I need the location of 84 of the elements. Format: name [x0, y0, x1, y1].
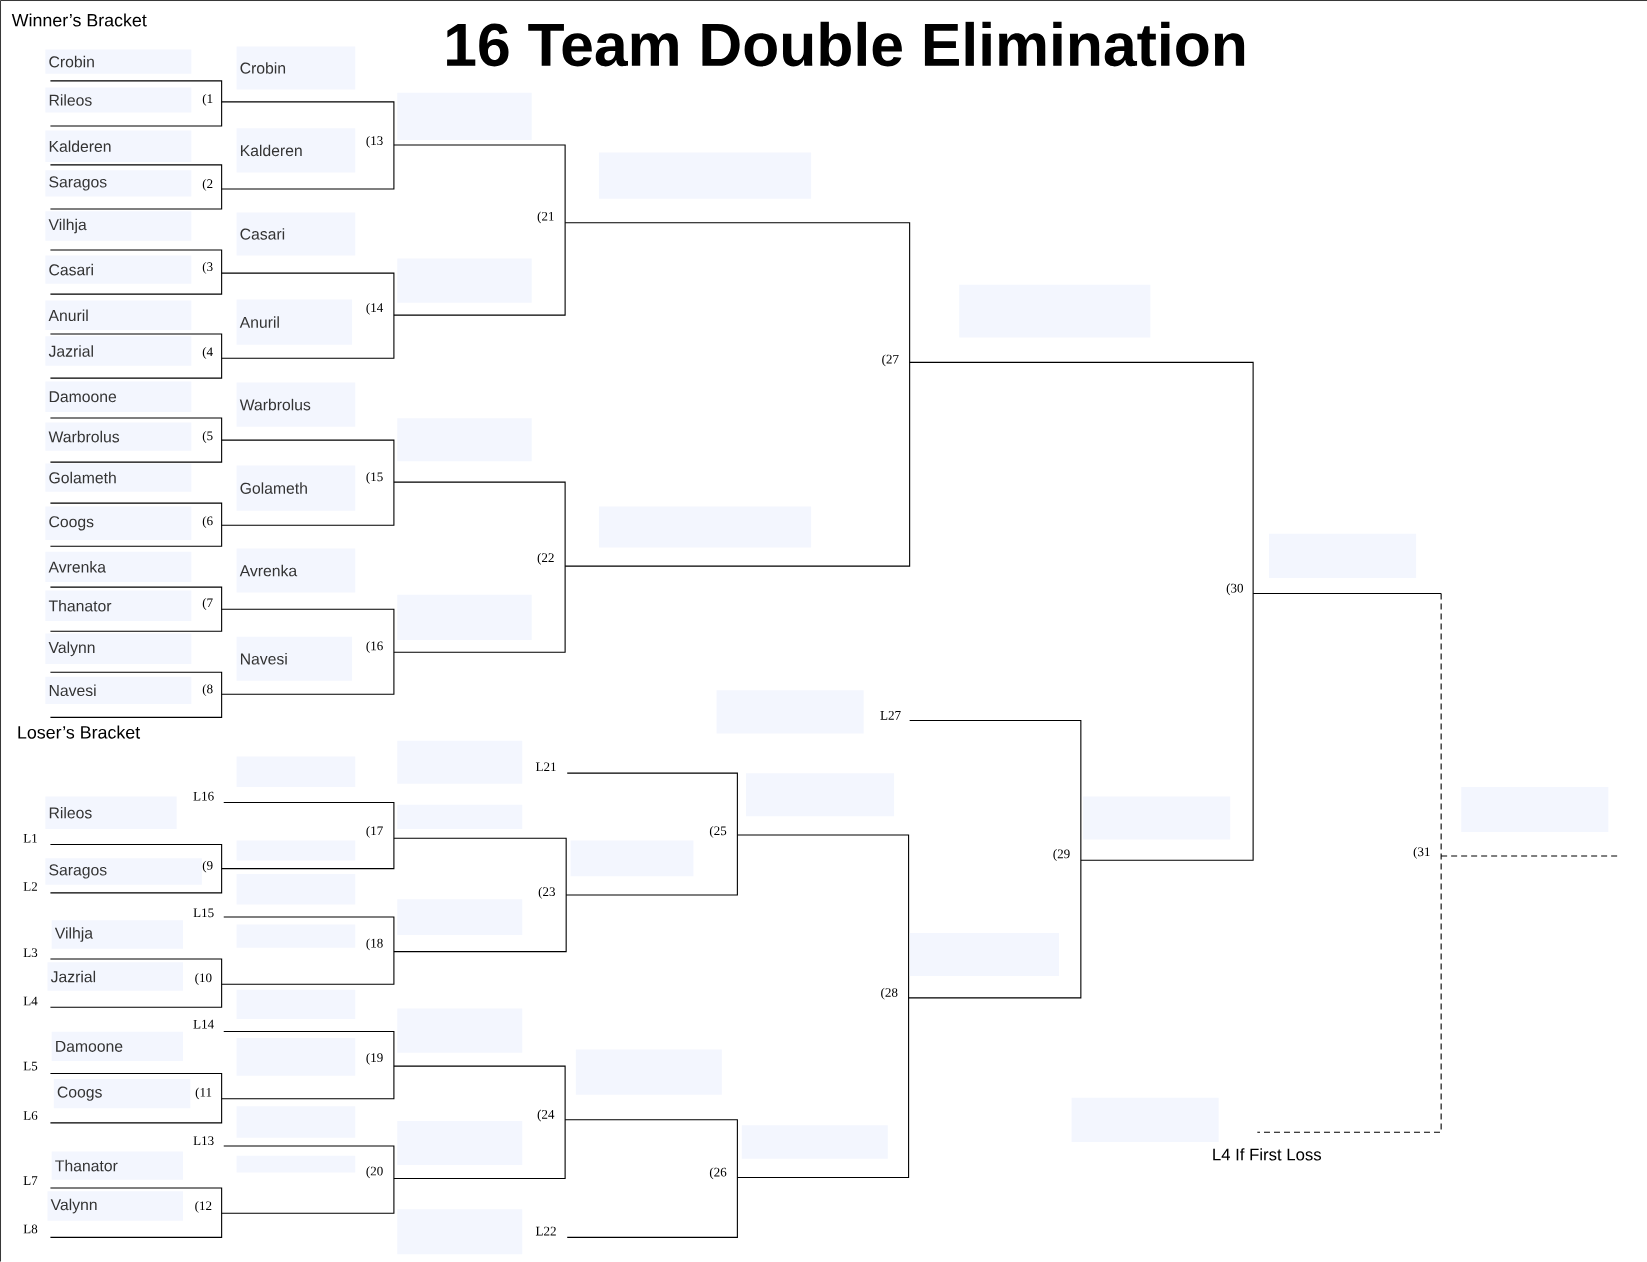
team-box: Navesi	[236, 637, 353, 682]
match-label: (14	[366, 303, 384, 315]
match-label: (20	[366, 1166, 383, 1179]
match-label: (15	[366, 472, 383, 485]
empty-box	[909, 933, 1059, 977]
team-box: Valynn	[47, 1191, 183, 1221]
match-label: (5	[202, 431, 213, 444]
match-label: L7	[23, 1176, 38, 1186]
match-label: L13	[193, 1136, 214, 1146]
team-box: Kalderen	[236, 128, 356, 173]
team-box: Saragos	[45, 170, 192, 197]
match-label: (21	[537, 211, 554, 224]
match-label: L21	[535, 762, 556, 772]
match-label: L3	[23, 948, 38, 958]
team-box: Damoone	[51, 1031, 183, 1062]
match-label: L5	[23, 1062, 38, 1071]
match-label: (10	[195, 973, 212, 986]
team-box: Navesi	[45, 676, 192, 705]
team-box: Coogs	[53, 1079, 191, 1109]
team-box: Valynn	[45, 633, 192, 665]
match-label: L6	[23, 1111, 38, 1121]
match-label: L2	[23, 882, 37, 892]
match-label: (8	[202, 684, 213, 697]
match-label: (17	[366, 826, 383, 839]
match-label: (2	[202, 179, 213, 192]
match-label: (3	[202, 262, 213, 274]
team-box: Anuril	[45, 300, 192, 331]
team-box: Jazrial	[45, 336, 192, 366]
match-label: (1	[202, 94, 213, 106]
match-label: (19	[366, 1053, 383, 1065]
match-label: (9	[202, 860, 213, 873]
empty-box	[1083, 796, 1231, 840]
match-label: L14	[193, 1020, 214, 1029]
team-box: Thanator	[51, 1151, 183, 1181]
match-label: L1	[23, 834, 37, 843]
match-label: L4	[23, 996, 38, 1006]
section-heading: Loser’s Bracket	[18, 725, 141, 739]
team-box: Rileos	[45, 87, 192, 113]
match-label: (4	[202, 347, 213, 360]
match-label: (6	[202, 516, 213, 529]
team-box: Casari	[236, 212, 356, 256]
team-box: Crobin	[236, 46, 356, 90]
section-heading: Winner’s Bracket	[11, 13, 147, 27]
match-label: L22	[535, 1227, 556, 1236]
team-box: Warbrolus	[236, 382, 356, 427]
team-box: Vilhja	[45, 211, 192, 241]
match-label: (24	[537, 1109, 555, 1122]
team-box: Damoone	[45, 381, 192, 413]
team-box: Golameth	[236, 465, 356, 511]
match-label: (28	[881, 988, 898, 1000]
match-label: (18	[366, 938, 383, 951]
team-box: Vilhja	[51, 920, 183, 949]
team-box: Coogs	[45, 506, 192, 541]
match-label: (31	[1413, 847, 1430, 860]
match-label: L16	[193, 792, 214, 801]
team-box: Rileos	[45, 796, 177, 830]
team-box: Avrenka	[236, 548, 356, 593]
match-label: (26	[709, 1167, 727, 1180]
team-box: Jazrial	[47, 962, 183, 991]
match-label: (25	[709, 826, 727, 839]
match-label: (12	[195, 1201, 212, 1214]
title: 16 Team Double Elimination	[447, 22, 1245, 67]
match-label: (11	[195, 1087, 212, 1100]
match-label: (22	[537, 553, 554, 565]
match-label: L27	[880, 711, 901, 720]
team-box: Warbrolus	[45, 422, 192, 452]
match-label: (27	[882, 354, 899, 367]
match-label: (23	[538, 887, 555, 899]
team-box: Crobin	[45, 49, 192, 74]
team-box: Saragos	[45, 858, 202, 885]
match-label: (16	[366, 641, 383, 654]
match-label: (13	[366, 136, 383, 148]
match-label: L15	[193, 908, 214, 918]
note-text: L4 If First Loss	[1213, 1148, 1322, 1161]
match-label: (29	[1053, 849, 1070, 862]
match-label: L8	[23, 1224, 38, 1234]
team-box: Thanator	[45, 590, 192, 622]
match-label: (7	[202, 598, 213, 611]
team-box: Anuril	[236, 299, 353, 345]
team-box: Golameth	[45, 463, 192, 493]
team-box: Kalderen	[45, 130, 192, 163]
team-box: Casari	[45, 255, 192, 285]
team-box: Avrenka	[45, 551, 192, 583]
match-label: (30	[1226, 583, 1244, 596]
